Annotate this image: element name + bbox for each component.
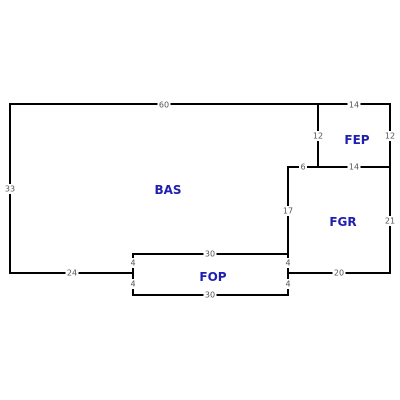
dimension-label-bg <box>157 100 171 110</box>
area-label-fgr: FGR <box>329 215 356 229</box>
dimension-label-bg <box>383 216 397 226</box>
dimension-label: 4 <box>285 259 290 268</box>
walls <box>9 103 391 296</box>
dimension-label-bg <box>332 268 346 278</box>
dimension-label-bg <box>383 131 397 141</box>
dimension-label: 17 <box>283 207 293 216</box>
dimension-label: 60 <box>159 101 169 110</box>
dimension-label-bg <box>281 206 295 216</box>
dimension-label-bg <box>299 162 307 172</box>
area-label-fop: FOP <box>199 270 226 284</box>
dimension-label-bg <box>65 268 79 278</box>
area-labels: BAS FEP FGR FOP <box>154 133 369 284</box>
area-label-fep: FEP <box>344 133 369 147</box>
dimension-label-bg <box>3 184 17 194</box>
dimension-label: 20 <box>334 269 344 278</box>
dimension-label-bg <box>203 290 217 300</box>
dimension-label: 6 <box>300 163 305 172</box>
dimension-label-bg <box>203 249 217 259</box>
dimension-label-bg <box>129 279 137 289</box>
dimension-label-bg <box>347 100 361 110</box>
dimension-label: 21 <box>385 217 395 226</box>
dimension-label: 14 <box>349 101 359 110</box>
dimension-label: 30 <box>205 250 215 259</box>
dimension-label: 4 <box>130 280 135 289</box>
dimension-label: 12 <box>313 132 323 141</box>
dimension-label-bg <box>129 258 137 268</box>
dimension-label: 4 <box>285 280 290 289</box>
dimension-label-bg <box>347 162 361 172</box>
dimension-label: 4 <box>130 259 135 268</box>
dimension-label: 30 <box>205 291 215 300</box>
outer-boundary <box>9 103 391 274</box>
dimension-label-bg <box>311 131 325 141</box>
dimension-label-bg <box>284 258 292 268</box>
dimension-label: 33 <box>5 185 15 194</box>
bas-west-south-wall <box>9 103 134 274</box>
dimension-label: 24 <box>67 269 77 278</box>
dimension-label: 12 <box>385 132 395 141</box>
dimension-label: 14 <box>349 163 359 172</box>
area-label-bas: BAS <box>154 183 181 197</box>
dimension-label-bg <box>284 279 292 289</box>
dimension-labels: 60 14 12 12 6 14 33 17 21 30 4 4 24 20 4 4 30 <box>3 100 397 300</box>
